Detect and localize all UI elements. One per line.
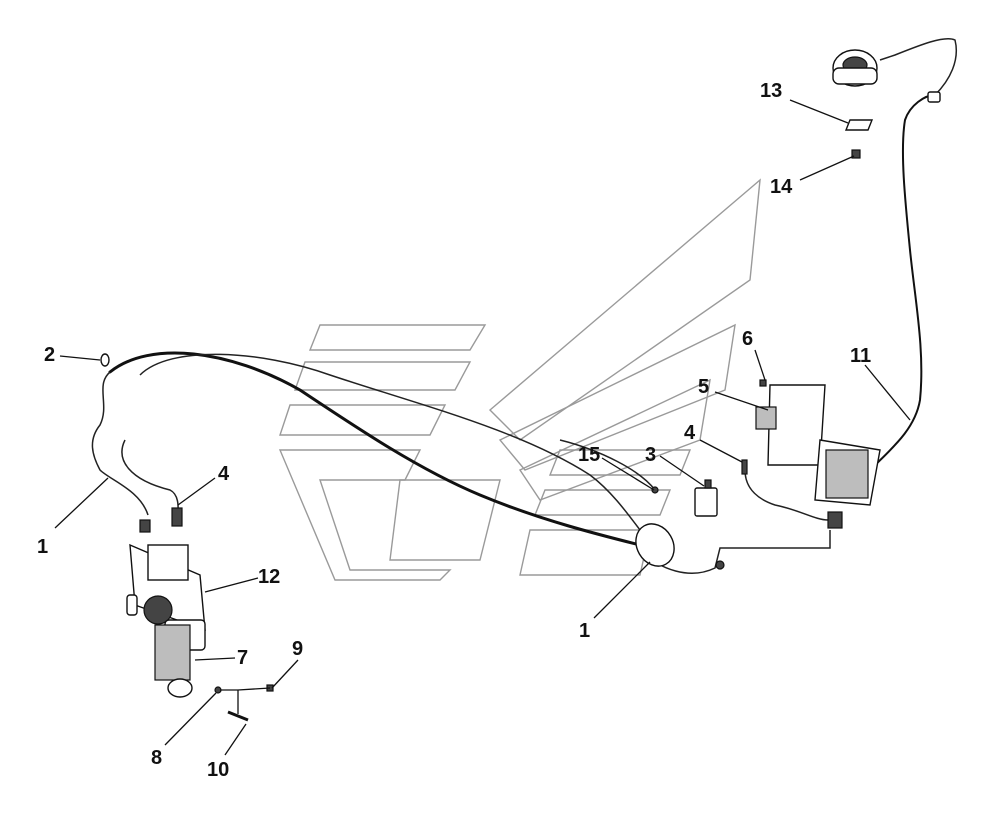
harness-grommet xyxy=(635,523,725,570)
callout-8: 8 xyxy=(151,747,162,769)
callout-1-left: 1 xyxy=(37,536,48,558)
horn xyxy=(832,49,941,159)
callout-14: 14 xyxy=(770,176,793,198)
callout-11: 11 xyxy=(850,345,871,367)
switch-assembly xyxy=(126,507,206,698)
leader-lines xyxy=(54,99,911,756)
callout-2: 2 xyxy=(44,344,55,366)
callout-5: 5 xyxy=(698,376,709,398)
callout-9: 9 xyxy=(292,638,303,660)
callout-4-relay: 4 xyxy=(684,422,696,444)
callout-12: 12 xyxy=(258,566,280,588)
cable-harness xyxy=(91,37,957,574)
callout-4-switch: 4 xyxy=(218,463,230,485)
control-module xyxy=(755,379,881,529)
callout-15: 15 xyxy=(578,444,600,466)
ring-clip xyxy=(100,353,110,367)
callout-1-right: 1 xyxy=(579,620,590,642)
watermark-logo xyxy=(278,178,761,581)
callouts: 13 14 2 6 11 5 4 15 3 4 1 12 7 9 1 8 10 xyxy=(37,80,871,781)
callout-7: 7 xyxy=(237,647,248,669)
callout-13: 13 xyxy=(760,80,782,102)
callout-3: 3 xyxy=(645,444,656,466)
callout-10: 10 xyxy=(207,759,229,781)
callout-6: 6 xyxy=(742,328,753,350)
fasteners xyxy=(214,684,274,722)
relay xyxy=(651,459,748,517)
